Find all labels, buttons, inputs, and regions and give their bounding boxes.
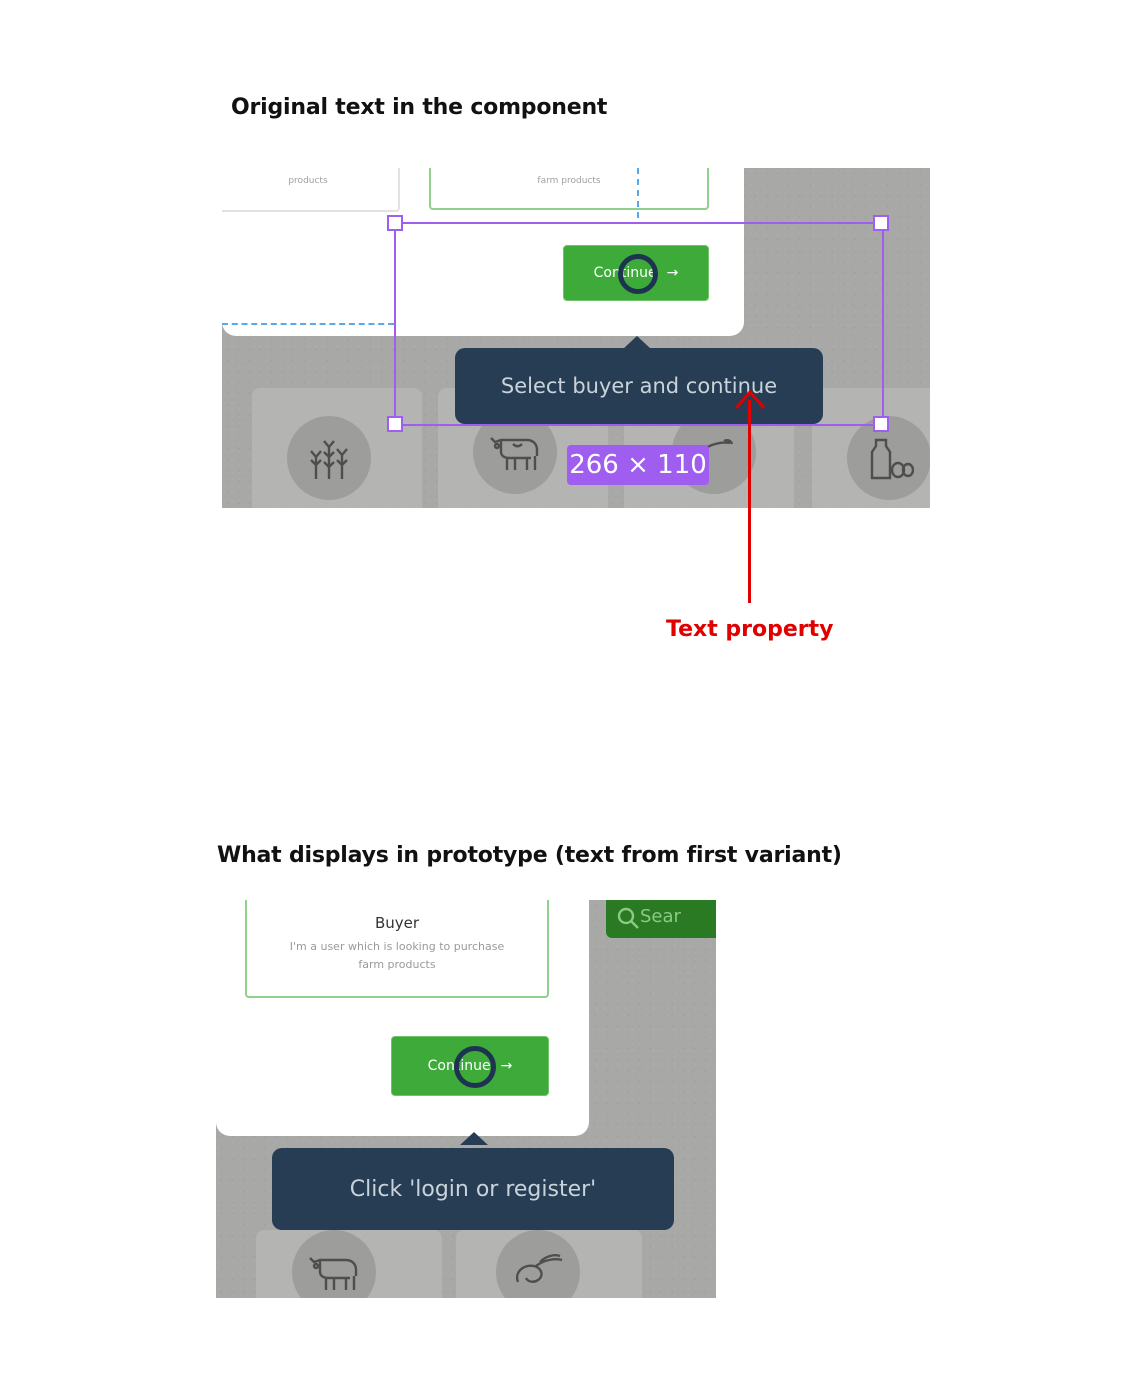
category-tile-crops[interactable] — [252, 388, 422, 508]
tooltip-login-register: Click 'login or register' — [272, 1148, 674, 1230]
spacing-guide-vertical — [637, 168, 639, 218]
role-selection-card: products farm products Continue → — [222, 168, 744, 336]
tooltip-arrow — [460, 1132, 488, 1145]
selection-handle-top-right[interactable] — [873, 215, 889, 231]
annotation-arrow-line — [748, 400, 751, 603]
option-card-seller[interactable]: products — [222, 168, 400, 212]
crops-icon — [287, 416, 371, 500]
tooltip-select-buyer: Select buyer and continue — [455, 348, 823, 424]
annotation-text-property: Text property — [666, 617, 834, 642]
selection-size-badge: 266 × 110 — [567, 445, 709, 485]
search-button[interactable]: Sear — [606, 900, 716, 938]
option-card-buyer[interactable]: farm products — [429, 168, 709, 210]
tooltip-arrow — [623, 336, 651, 349]
selection-handle-bottom-right[interactable] — [873, 416, 889, 432]
selection-handle-bottom-left[interactable] — [387, 416, 403, 432]
category-tile-seafood[interactable] — [456, 1230, 642, 1298]
spacing-guide-horizontal — [222, 323, 394, 325]
arrow-right-icon: → — [666, 265, 679, 281]
buyer-card-description-line2: farm products — [358, 958, 436, 971]
arrow-right-icon: → — [500, 1058, 513, 1074]
category-tile-livestock[interactable] — [256, 1230, 442, 1298]
buyer-card-title: Buyer — [374, 914, 420, 932]
heading-prototype-display: What displays in prototype (text from fi… — [217, 843, 842, 868]
livestock-icon — [292, 1230, 376, 1298]
dairy-eggs-icon — [847, 416, 930, 500]
component-screenshot-panel: products farm products Continue → Select… — [222, 168, 930, 508]
selection-handle-top-left[interactable] — [387, 215, 403, 231]
hotspot-indicator — [618, 254, 658, 294]
search-button-label: Sear — [640, 905, 681, 927]
buyer-card-description-line1: I'm a user which is looking to purchase — [289, 940, 505, 953]
annotation-arrow-head — [734, 389, 766, 409]
category-tile-dairy[interactable] — [812, 388, 930, 508]
search-icon — [617, 907, 639, 929]
heading-original-text: Original text in the component — [231, 95, 608, 120]
seller-card-description: products — [288, 176, 328, 186]
shrimp-icon — [496, 1230, 580, 1298]
selection-box — [394, 222, 884, 426]
buyer-card-description: farm products — [537, 176, 601, 186]
option-card-buyer[interactable]: Buyer I'm a user which is looking to pur… — [245, 900, 549, 998]
role-selection-card: Buyer I'm a user which is looking to pur… — [216, 900, 589, 1136]
hotspot-indicator — [454, 1046, 496, 1088]
prototype-screenshot-panel: Sear Buyer I'm a user which is looking t… — [216, 900, 716, 1298]
